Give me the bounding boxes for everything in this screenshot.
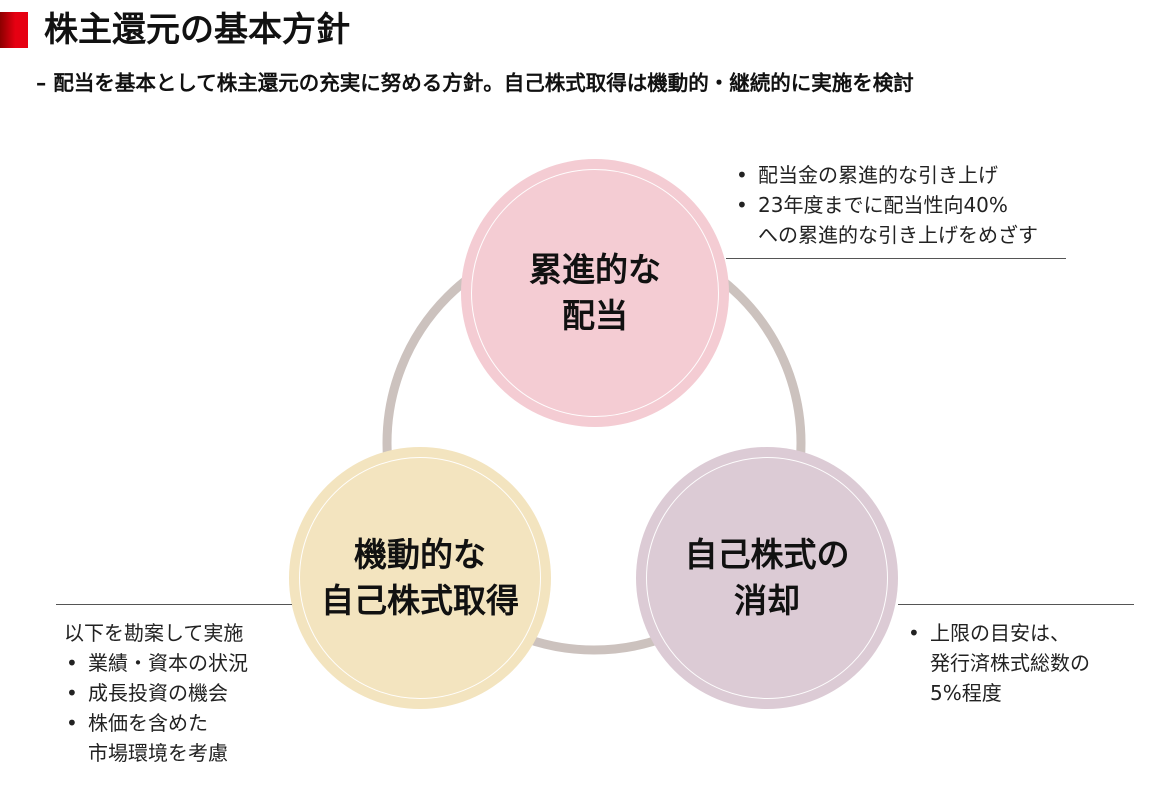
note-item-text: 株価を含めた	[88, 711, 208, 735]
notes-flexible-buyback: 以下を勘案して実施 業績・資本の状況 成長投資の機会 株価を含めた 市場環境を考…	[64, 618, 248, 768]
notes-overline-left	[56, 604, 292, 605]
circle-label-line1: 自己株式の	[684, 535, 850, 574]
note-intro: 以下を勘案して実施	[64, 621, 244, 645]
circle-label-line2: 消却	[734, 581, 800, 620]
circle-flexible-buyback: 機動的な 自己株式取得	[289, 447, 551, 709]
page-title: 株主還元の基本方針	[44, 10, 350, 50]
circle-label-flexible-buyback: 機動的な 自己株式取得	[321, 532, 519, 624]
note-item: 23年度までに配当性向40% への累進的な引き上げをめざす	[734, 190, 1038, 250]
notes-progressive-dividend: 配当金の累進的な引き上げ 23年度までに配当性向40% への累進的な引き上げをめ…	[734, 160, 1038, 250]
notes-overline-right	[898, 604, 1134, 605]
note-item-text: 上限の目安は、	[930, 621, 1070, 645]
circle-label-progressive-dividend: 累進的な 配当	[529, 247, 661, 339]
notes-underline-top	[726, 258, 1066, 259]
title-accent-bar	[0, 12, 28, 48]
circle-label-line2: 配当	[562, 296, 628, 335]
circle-share-cancellation: 自己株式の 消却	[636, 447, 898, 709]
note-item-continuation: への累進的な引き上げをめざす	[758, 223, 1038, 247]
page-subtitle: – 配当を基本として株主還元の充実に努める方針。自己株式取得は機動的・継続的に実…	[36, 71, 914, 95]
notes-share-cancellation: 上限の目安は、 発行済株式総数の 5%程度	[906, 618, 1090, 708]
note-item-continuation: 5%程度	[930, 681, 1002, 705]
circle-inner-ring	[646, 457, 888, 699]
note-item-continuation: 市場環境を考慮	[88, 741, 228, 765]
note-item: 配当金の累進的な引き上げ	[734, 160, 1038, 190]
circle-inner-ring	[299, 457, 541, 699]
note-item: 成長投資の機会	[64, 678, 248, 708]
circle-inner-ring	[471, 169, 719, 417]
note-item: 上限の目安は、 発行済株式総数の 5%程度	[906, 618, 1090, 708]
note-item-continuation: 発行済株式総数の	[930, 651, 1090, 675]
note-item-text: 23年度までに配当性向40%	[758, 193, 1008, 217]
circle-label-share-cancellation: 自己株式の 消却	[685, 532, 850, 624]
note-item: 業績・資本の状況	[64, 648, 248, 678]
circle-progressive-dividend: 累進的な 配当	[461, 159, 729, 427]
circle-label-line1: 累進的な	[529, 250, 661, 289]
note-item: 株価を含めた 市場環境を考慮	[64, 708, 248, 768]
circle-label-line1: 機動的な	[354, 535, 486, 574]
circle-label-line2: 自己株式取得	[321, 581, 519, 620]
